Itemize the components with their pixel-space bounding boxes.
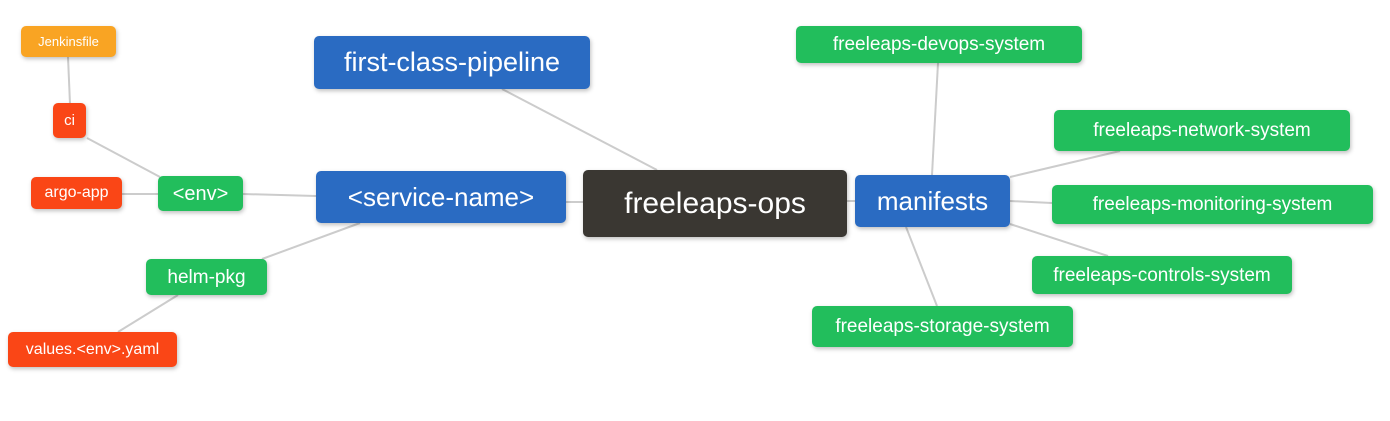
node-freeleaps-controls-system[interactable]: freeleaps-controls-system <box>1032 256 1292 294</box>
node-service-name[interactable]: <service-name> <box>316 171 566 223</box>
node-freeleaps-monitoring-system[interactable]: freeleaps-monitoring-system <box>1052 185 1373 224</box>
edge-manifests--freeleaps-monitoring-system <box>1009 200 1053 204</box>
node-freeleaps-network-system[interactable]: freeleaps-network-system <box>1054 110 1350 151</box>
edge-manifests--freeleaps-controls-system <box>1009 223 1109 257</box>
node-ci[interactable]: ci <box>53 103 86 138</box>
edge-jenkinsfile--ci <box>67 56 71 105</box>
node-helm-pkg[interactable]: helm-pkg <box>146 259 267 295</box>
node-values-env-yaml[interactable]: values.<env>.yaml <box>8 332 177 367</box>
node-jenkinsfile[interactable]: Jenkinsfile <box>21 26 116 57</box>
node-freeleaps-storage-system[interactable]: freeleaps-storage-system <box>812 306 1073 347</box>
edge-manifests--freeleaps-storage-system <box>905 226 938 307</box>
node-env[interactable]: <env> <box>158 176 243 211</box>
edge-service-name--helm-pkg <box>261 222 361 260</box>
edge-manifests--freeleaps-devops-system <box>931 62 939 176</box>
node-first-class-pipeline[interactable]: first-class-pipeline <box>314 36 590 89</box>
node-freeleaps-devops-system[interactable]: freeleaps-devops-system <box>796 26 1082 63</box>
edge-env--service-name <box>242 193 317 197</box>
edge-manifests--freeleaps-network-system <box>1009 150 1121 178</box>
node-argo-app[interactable]: argo-app <box>31 177 122 209</box>
node-freeleaps-ops[interactable]: freeleaps-ops <box>583 170 847 237</box>
node-manifests[interactable]: manifests <box>855 175 1010 227</box>
edge-first-class-pipeline--freeleaps-ops <box>501 88 658 171</box>
edge-ci--env <box>86 137 161 178</box>
edge-helm-pkg--values-env-yaml <box>117 294 179 333</box>
